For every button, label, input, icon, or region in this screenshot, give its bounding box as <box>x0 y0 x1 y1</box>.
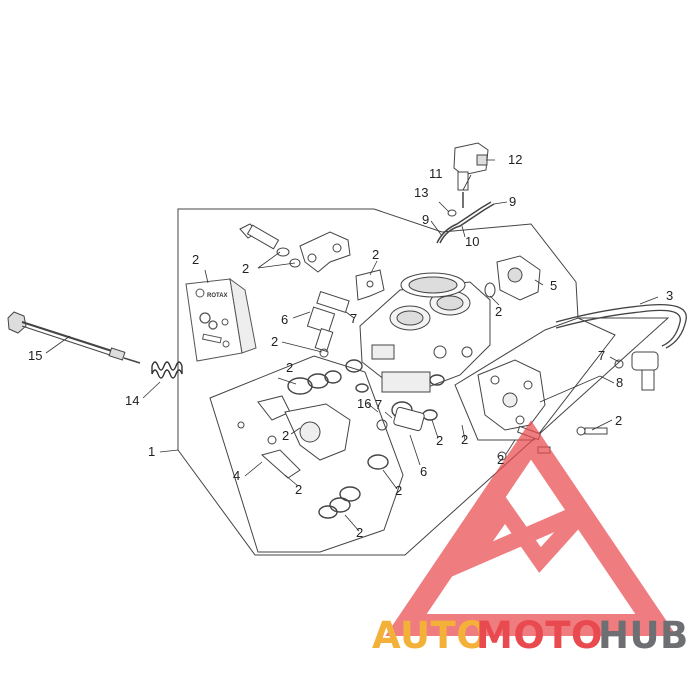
watermark-logo <box>385 420 677 636</box>
throttle-lever-assembly <box>237 395 351 479</box>
watermark-text-hub: HUB <box>598 614 689 657</box>
callout-2: 2 <box>356 525 363 540</box>
callout-4: 4 <box>233 468 240 483</box>
throttle-position-sensor <box>484 255 541 301</box>
callout-2: 2 <box>295 482 302 497</box>
callout-11: 11 <box>429 166 443 181</box>
return-spring <box>151 361 183 379</box>
cover-plate <box>355 269 385 301</box>
callout-9: 9 <box>509 194 516 209</box>
watermark-text-auto: AUTO <box>372 614 488 657</box>
bolt-with-washers <box>239 223 301 268</box>
callout-2: 2 <box>461 432 468 447</box>
idle-air-valve <box>376 406 425 432</box>
vacuum-hoses <box>436 192 495 244</box>
callout-7: 7 <box>598 348 605 363</box>
subassembly-outline-4 <box>209 355 404 553</box>
callout-6: 6 <box>420 464 427 479</box>
callout-13: 13 <box>414 185 428 200</box>
idle-control-bracket <box>477 359 546 431</box>
callout-16: 16 <box>357 396 371 411</box>
callout-2: 2 <box>271 334 278 349</box>
callout-2: 2 <box>436 433 443 448</box>
callout-10: 10 <box>465 234 479 249</box>
mounting-bracket <box>299 231 351 273</box>
callout-1: 1 <box>148 444 155 459</box>
callout-6: 6 <box>281 312 288 327</box>
callout-9: 9 <box>422 212 429 227</box>
callout-14: 14 <box>125 393 139 408</box>
callout-2: 2 <box>615 413 622 428</box>
throttle-body <box>359 272 491 393</box>
callout-5: 5 <box>550 278 557 293</box>
subassembly-outline-right <box>454 317 616 441</box>
fuel-injector <box>306 291 350 358</box>
watermark-text-moto: MOTO <box>476 614 603 657</box>
callout-2: 2 <box>286 360 293 375</box>
leader-lines <box>45 159 659 532</box>
callout-2: 2 <box>242 261 249 276</box>
fuel-pressure-regulator <box>614 351 659 391</box>
kit-brand-label: ROTAX <box>207 293 228 299</box>
callout-2: 2 <box>495 304 502 319</box>
callout-7: 7 <box>375 397 382 412</box>
callout-numbers: 1 2 2 2 2 2 2 2 2 2 2 2 2 2 2 3 4 5 6 6 … <box>28 152 673 540</box>
callout-2: 2 <box>282 428 289 443</box>
callout-15: 15 <box>28 348 42 363</box>
fuel-return-hose <box>555 303 687 349</box>
callout-2: 2 <box>497 452 504 467</box>
callout-2: 2 <box>395 483 402 498</box>
seal-kit-card: ROTAX <box>185 277 257 362</box>
callout-2: 2 <box>372 247 379 262</box>
callout-2: 2 <box>192 252 199 267</box>
callout-7: 7 <box>350 311 357 326</box>
callout-3: 3 <box>666 288 673 303</box>
callout-8: 8 <box>616 375 623 390</box>
callout-12: 12 <box>508 152 522 167</box>
map-sensor <box>453 142 489 191</box>
